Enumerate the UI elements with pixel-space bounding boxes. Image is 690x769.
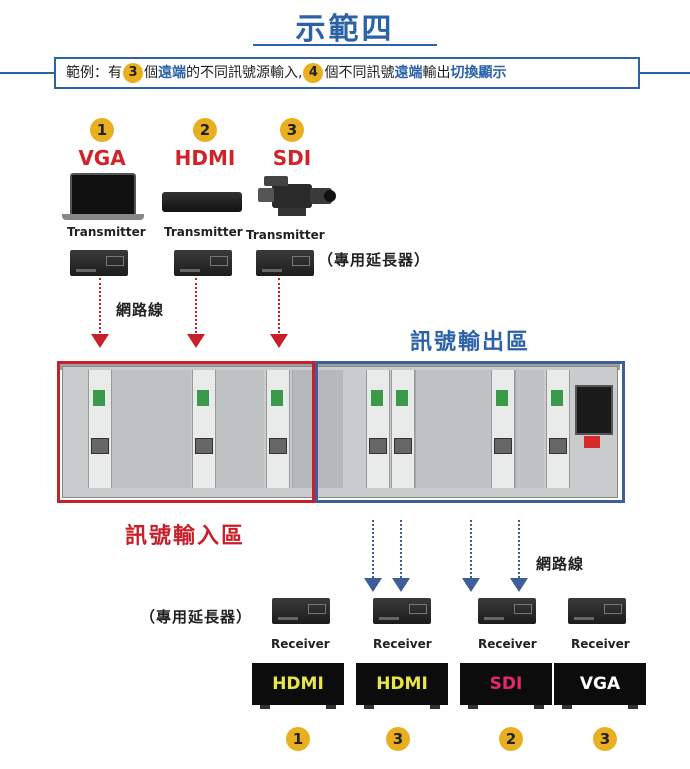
transmitter-1-device xyxy=(70,250,128,276)
input-card-3 xyxy=(266,370,290,488)
input-region-box xyxy=(57,361,315,503)
output-line-1 xyxy=(372,520,374,578)
source-2-label: HDMI xyxy=(174,146,236,170)
transmitter-3-label: Transmitter xyxy=(246,228,325,242)
power-module xyxy=(575,385,613,435)
desc-text-4: 個不同訊號 xyxy=(324,65,395,81)
network-line-1 xyxy=(99,278,101,333)
display-3: SDI xyxy=(460,663,552,705)
source-3-badge: 3 xyxy=(280,118,304,142)
source-1-badge: 1 xyxy=(90,118,114,142)
transmitter-1-label: Transmitter xyxy=(67,225,146,239)
input-card-2 xyxy=(192,370,216,488)
blank-panel xyxy=(110,370,191,488)
output-line-2 xyxy=(400,520,402,578)
source-1-label: VGA xyxy=(78,146,126,170)
media-player-image xyxy=(162,192,242,212)
display-1-stand xyxy=(252,705,344,709)
output-section-label: 訊號輸出區 xyxy=(410,330,531,355)
arrow-down-icon xyxy=(270,334,288,348)
network-line-3 xyxy=(278,278,280,333)
desc-count-in-badge: 3 xyxy=(123,63,143,83)
extender-note-bottom: （專用延長器） xyxy=(140,608,253,626)
receiver-1-label: Receiver xyxy=(271,637,330,651)
arrow-down-icon xyxy=(364,578,382,592)
transmitter-2-label: Transmitter xyxy=(164,225,243,239)
output-card-1 xyxy=(366,370,390,488)
output-card-4 xyxy=(546,370,570,488)
output-line-3 xyxy=(470,520,472,578)
network-line-2 xyxy=(195,278,197,333)
video-camera-image xyxy=(258,176,336,216)
desc-switch-display: 切換顯示 xyxy=(450,65,507,81)
arrow-down-icon xyxy=(510,578,528,592)
desc-text-5: 輸出 xyxy=(422,65,451,81)
receiver-2-label: Receiver xyxy=(373,637,432,651)
display-1: HDMI xyxy=(252,663,344,705)
divider-right xyxy=(640,72,690,74)
display-4-badge: 3 xyxy=(593,727,617,751)
receiver-3-device xyxy=(478,598,536,624)
display-3-stand xyxy=(460,705,552,709)
display-1-text: HDMI xyxy=(272,674,324,694)
source-2-badge: 2 xyxy=(193,118,217,142)
desc-remote-1: 遠端 xyxy=(158,65,186,81)
laptop-base xyxy=(62,214,144,220)
receiver-3-label: Receiver xyxy=(478,637,537,651)
arrow-down-icon xyxy=(187,334,205,348)
receiver-2-device xyxy=(373,598,431,624)
input-card-1 xyxy=(88,370,112,488)
transmitter-2-device xyxy=(174,250,232,276)
input-section-label: 訊號輸入區 xyxy=(125,524,246,549)
blank-panel xyxy=(515,370,544,488)
title-underline xyxy=(253,44,437,46)
desc-text-3: 的不同訊號源輸入, xyxy=(186,65,303,81)
arrow-down-icon xyxy=(392,578,410,592)
receiver-1-device xyxy=(272,598,330,624)
arrow-down-icon xyxy=(462,578,480,592)
display-4-stand xyxy=(554,705,646,709)
transmitter-3-device xyxy=(256,250,314,276)
network-label-top: 網路線 xyxy=(116,301,165,319)
desc-text-1: 範例：有 xyxy=(66,65,122,81)
display-4-text: VGA xyxy=(579,674,621,694)
blank-panel xyxy=(415,370,491,488)
divider-left xyxy=(0,72,54,74)
laptop-image xyxy=(70,173,136,217)
display-1-badge: 1 xyxy=(286,727,310,751)
arrow-down-icon xyxy=(91,334,109,348)
receiver-4-label: Receiver xyxy=(571,637,630,651)
display-3-text: SDI xyxy=(489,674,523,694)
receiver-4-device xyxy=(568,598,626,624)
display-2: HDMI xyxy=(356,663,448,705)
display-2-stand xyxy=(356,705,448,709)
network-label-bottom: 網路線 xyxy=(536,555,585,573)
output-card-2 xyxy=(391,370,415,488)
source-3-label: SDI xyxy=(272,146,312,170)
desc-remote-2: 遠端 xyxy=(394,65,423,81)
display-4: VGA xyxy=(554,663,646,705)
extender-note-top: （專用延長器） xyxy=(318,251,431,269)
page-title: 示範四 xyxy=(295,12,395,47)
output-region-box xyxy=(315,361,625,503)
display-3-badge: 2 xyxy=(499,727,523,751)
display-2-badge: 3 xyxy=(386,727,410,751)
desc-text-2: 個 xyxy=(144,65,158,81)
output-line-4 xyxy=(518,520,520,578)
display-2-text: HDMI xyxy=(376,674,428,694)
output-card-3 xyxy=(491,370,515,488)
desc-count-out-badge: 4 xyxy=(303,63,324,83)
power-switch xyxy=(584,436,600,448)
